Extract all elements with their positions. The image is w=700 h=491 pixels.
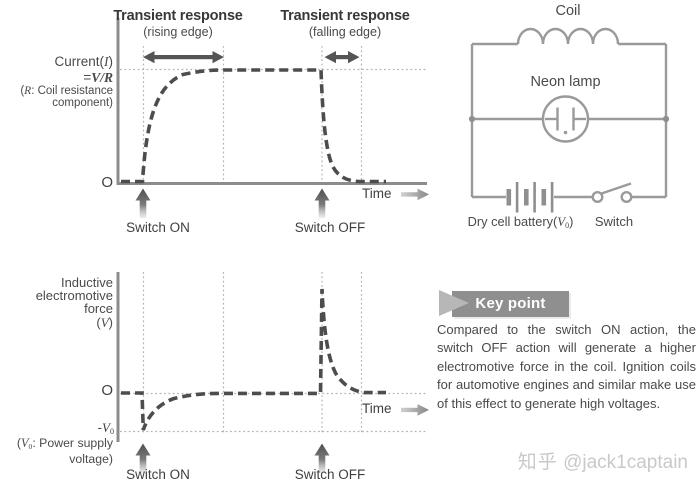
rising-transient-subtitle: (rising edge)	[143, 25, 213, 39]
v0-symbol: V	[557, 215, 566, 229]
switch-on-label: Switch ON	[126, 467, 190, 482]
voltage-symbol: V	[100, 314, 109, 330]
origin-label: O	[101, 382, 113, 399]
current-axis-label: Current(I) =V/R (R: Coil resistance comp…	[20, 54, 113, 109]
battery-symbol	[506, 182, 554, 213]
neon-lamp-label: Neon lamp	[530, 74, 601, 90]
neon-lamp-symbol	[541, 95, 590, 143]
rising-edge-range-arrow	[143, 51, 224, 64]
junction-node	[662, 115, 670, 123]
switch-symbol	[591, 182, 633, 203]
junction-node	[468, 115, 476, 123]
falling-transient-subtitle: (falling edge)	[308, 25, 382, 39]
power-supply-voltage-note: (V0: Power supply voltage)	[16, 436, 113, 467]
v-over-r-symbol: V/R	[91, 69, 113, 85]
current-label-text: Current(	[54, 54, 104, 69]
keypoint-banner-label: Key point	[475, 295, 546, 312]
keypoint-banner: Key point	[452, 291, 569, 317]
switch-off-arrow-icon	[314, 188, 330, 218]
origin-label: O	[101, 174, 113, 191]
switch-on-label: Switch ON	[126, 220, 190, 235]
resistance-symbol: R	[24, 84, 32, 97]
emf-curve	[121, 288, 386, 431]
current-curve	[121, 68, 386, 184]
time-axis-label: Time	[362, 186, 392, 201]
coil-symbol	[516, 27, 620, 45]
emf-chart	[116, 272, 429, 473]
zhihu-logo: 知乎	[517, 452, 558, 473]
falling-edge-range-arrow	[324, 51, 360, 64]
emf-axis-label: Inductive electromotive force (V)	[35, 275, 113, 330]
rising-transient-title: Transient response	[113, 8, 243, 24]
watermark-handle: @jack1captain	[563, 452, 688, 473]
coil-label: Coil	[555, 3, 581, 19]
falling-transient-title: Transient response	[280, 8, 410, 24]
switch-off-arrow-icon	[314, 443, 330, 473]
time-arrow-icon	[401, 404, 429, 416]
switch-label: Switch	[594, 214, 634, 229]
watermark: 知乎 @jack1captain	[470, 447, 688, 474]
switch-on-arrow-icon	[135, 188, 151, 218]
switch-off-label: Switch OFF	[294, 467, 366, 482]
battery-label: Dry cell battery(V0)	[467, 214, 574, 230]
keypoint-body-text: Compared to the switch ON action, the sw…	[437, 322, 696, 411]
time-arrow-icon	[401, 188, 429, 201]
neon-lamp-dot	[563, 130, 568, 135]
switch-on-arrow-icon	[135, 443, 151, 473]
current-symbol: I	[104, 54, 109, 69]
time-axis-label: Time	[362, 401, 392, 416]
keypoint-arrow-icon	[439, 290, 469, 316]
circuit-schematic	[468, 27, 670, 213]
current-chart	[116, 18, 429, 218]
switch-off-label: Switch OFF	[294, 220, 366, 235]
neg-v0-level-label: -V0	[97, 420, 114, 436]
current-chart-gridlines	[120, 46, 428, 183]
